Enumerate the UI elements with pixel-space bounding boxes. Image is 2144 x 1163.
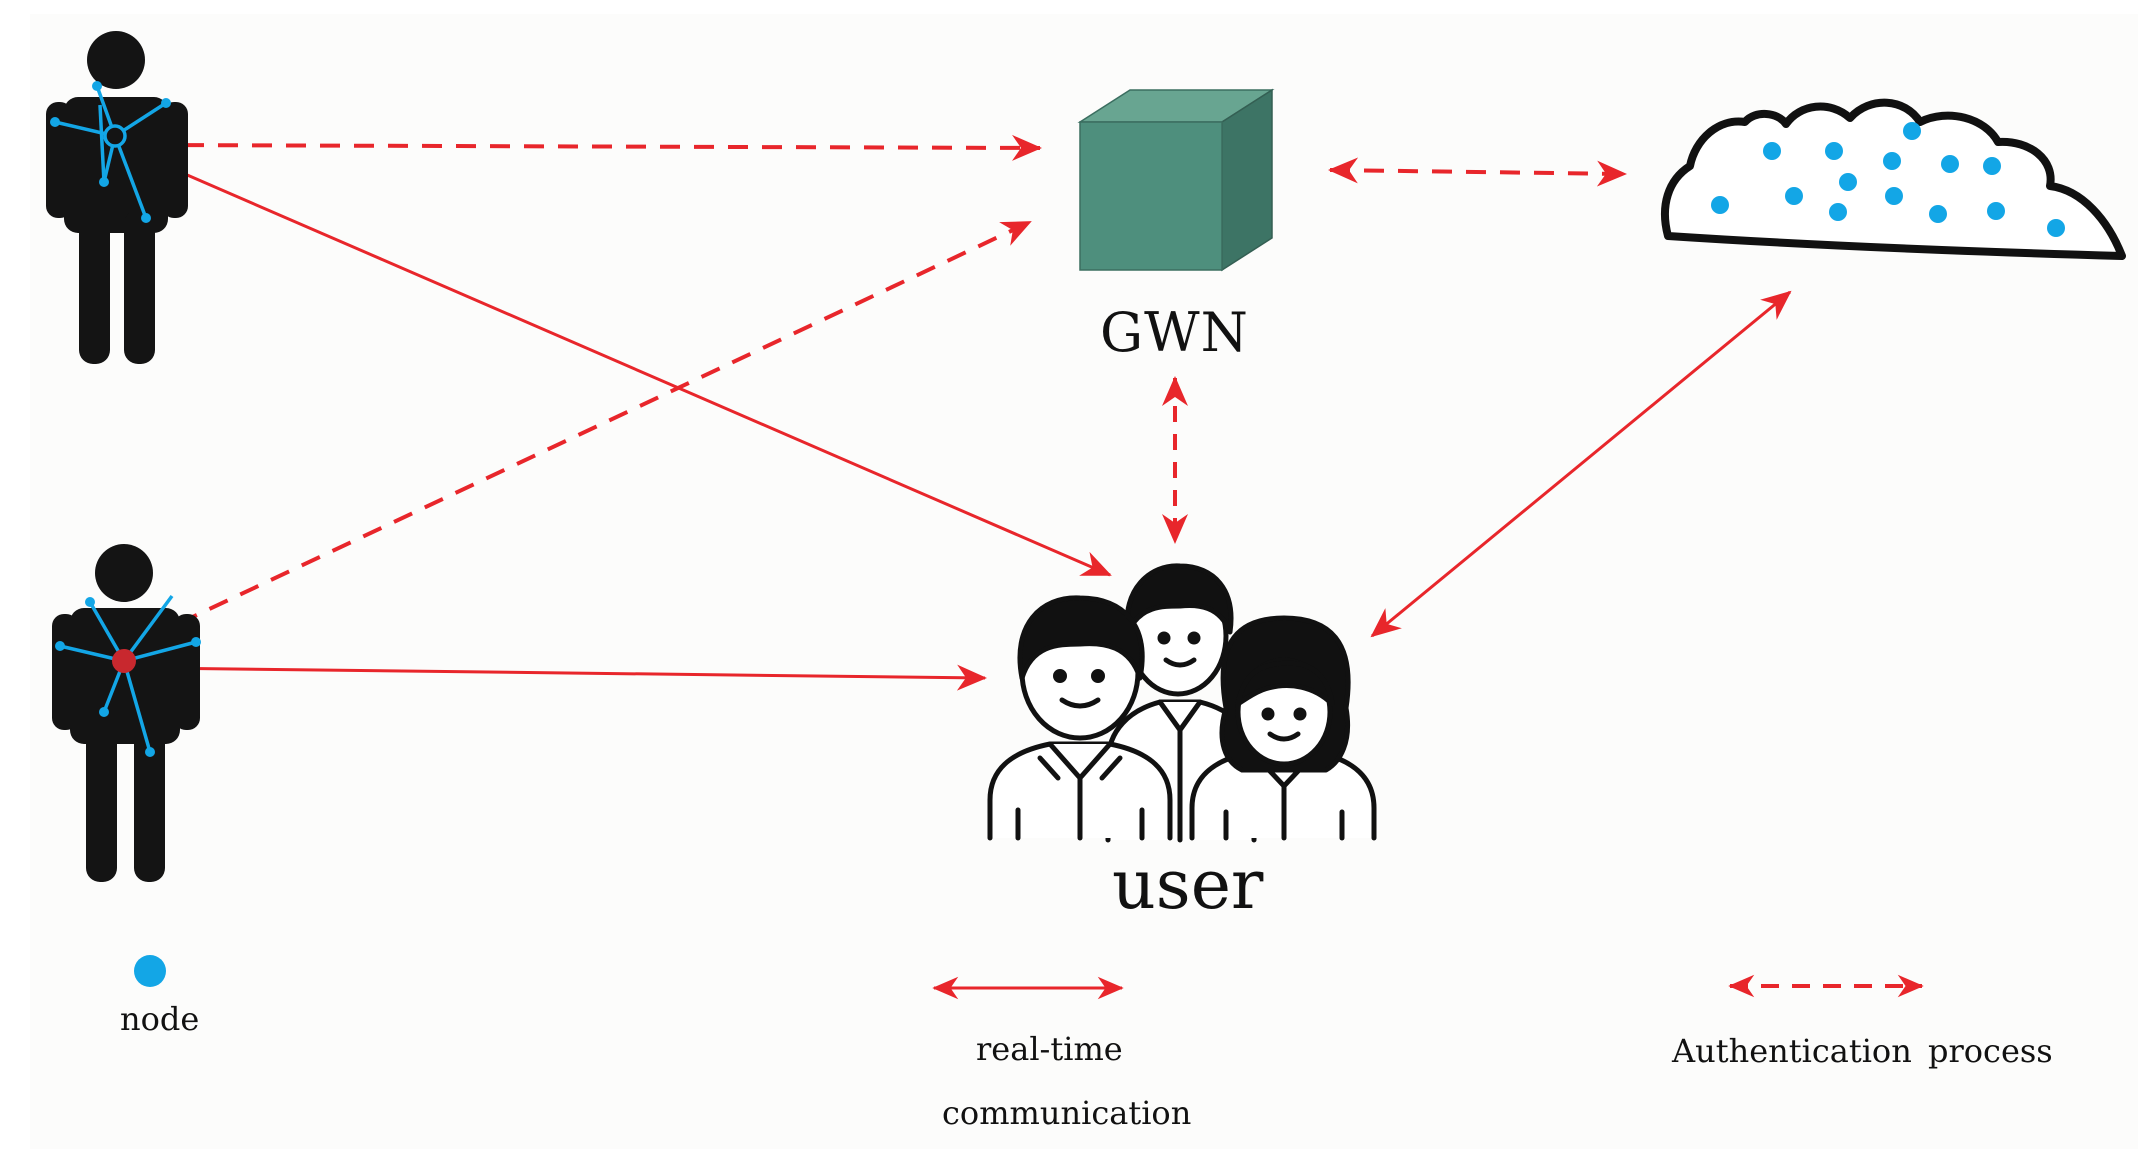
realtime-arrow-person1-user: [146, 156, 1112, 577]
auth-legend-label: Authentication process: [1672, 1032, 2053, 1070]
person-with-sensors-icon-2: [52, 544, 201, 882]
user-figure-right: [1189, 615, 1377, 841]
user-figure-back: [1105, 563, 1257, 843]
node-legend-label: node: [120, 1000, 200, 1038]
realtime-arrow-person2-user: [148, 655, 987, 691]
user-figure-left: [987, 595, 1173, 841]
arrows-group: [146, 132, 1792, 691]
realtime-arrow-cloud-user: [1370, 290, 1792, 638]
cube-icon: [1077, 88, 1275, 272]
blue-dot-icon: [134, 955, 166, 987]
auth-arrow-person2-gwn: [146, 220, 1032, 640]
user-label: user: [1112, 846, 1264, 925]
person-with-sensors-icon: [46, 31, 188, 364]
auth-arrow-gwn-cloud: [1328, 157, 1627, 187]
realtime-legend-label-line1: real-time: [976, 1030, 1123, 1068]
gwn-label: GWN: [1100, 301, 1249, 364]
cloud-icon: [1661, 98, 2126, 260]
realtime-legend-label-line2: communication: [942, 1094, 1192, 1132]
legend: [134, 955, 1924, 1000]
auth-arrow-person1-gwn: [148, 132, 1042, 161]
group-of-people-icon: [987, 563, 1377, 843]
